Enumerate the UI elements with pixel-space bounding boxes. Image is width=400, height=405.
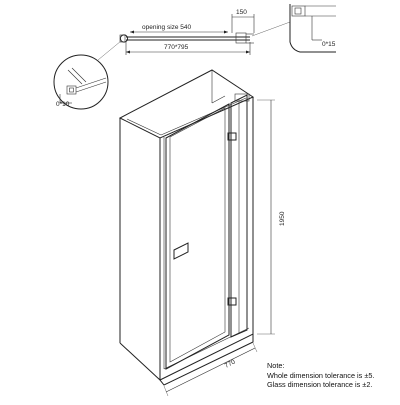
detail-left-glass-b: [75, 81, 107, 93]
top-plan-view: opening size 540 150 770*795: [97, 9, 291, 61]
plan-wall-profile-left: [119, 34, 126, 43]
height-label: 1950: [279, 211, 286, 226]
bottom-dimension-line: [165, 347, 256, 393]
note-line-whole: Whole dimension tolerance is ±5.: [267, 370, 375, 380]
top-width-label: 770*795: [164, 44, 189, 51]
width-arrow-right: [246, 50, 250, 54]
left-wall-bottom: [119, 342, 161, 381]
detail-left-profile: [66, 85, 77, 95]
fixed-glass-panel: [230, 94, 248, 338]
door-glass-inner: [169, 107, 226, 363]
detail-right-frame: [289, 4, 336, 53]
door-handle: [173, 242, 189, 260]
height-dimension: 1950: [257, 99, 286, 335]
enclosure-top: [118, 69, 255, 139]
plan-hinge-circle: [119, 34, 129, 43]
detail-left-circle: [53, 54, 109, 110]
tolerance-note: Note: Whole dimension tolerance is ±5. G…: [267, 361, 374, 390]
detail-right-profile-inner: [294, 7, 302, 15]
leader-right: [251, 21, 291, 37]
opening-size-label: opening size 540: [142, 24, 192, 31]
enclosure-isometric: [118, 69, 255, 386]
right-profile-detail: 0*15: [289, 4, 336, 53]
detail-left-hatch-a: [67, 69, 83, 85]
bottom-ext-left: [163, 385, 169, 397]
opening-arrow-left: [130, 30, 134, 34]
bottom-width-dimension: 770: [163, 342, 258, 397]
enclosure-top-inner-a: [126, 118, 162, 136]
door-glass-panel: [165, 103, 230, 370]
width-arrow-left: [126, 50, 130, 54]
bottom-width-label: 770: [224, 358, 237, 369]
lower-hinge: [227, 297, 237, 306]
plan-hinge-block: [235, 32, 247, 44]
bottom-ext-right: [252, 342, 258, 353]
right-detail-label: 0*15: [322, 41, 336, 48]
back-corner-seam: [211, 95, 226, 104]
leader-left: [97, 40, 122, 61]
note-heading: Note:: [267, 361, 285, 370]
left-detail-label: 0*10: [56, 101, 70, 108]
upper-hinge: [227, 132, 237, 141]
opening-arrow-right: [224, 30, 228, 34]
hinge-offset-label: 150: [236, 9, 247, 16]
top-bracket: [234, 93, 250, 102]
detail-right-profile: [291, 5, 306, 17]
floor-edge: [159, 333, 254, 386]
enclosure-top-inner-b: [160, 97, 247, 136]
left-profile-detail: 0*10: [53, 54, 109, 110]
note-line-glass: Glass dimension tolerance is ±2.: [267, 380, 373, 390]
detail-left-profile-inner: [69, 87, 74, 93]
detail-left-glass-a: [75, 77, 107, 89]
detail-left-hatch-b: [71, 67, 87, 83]
